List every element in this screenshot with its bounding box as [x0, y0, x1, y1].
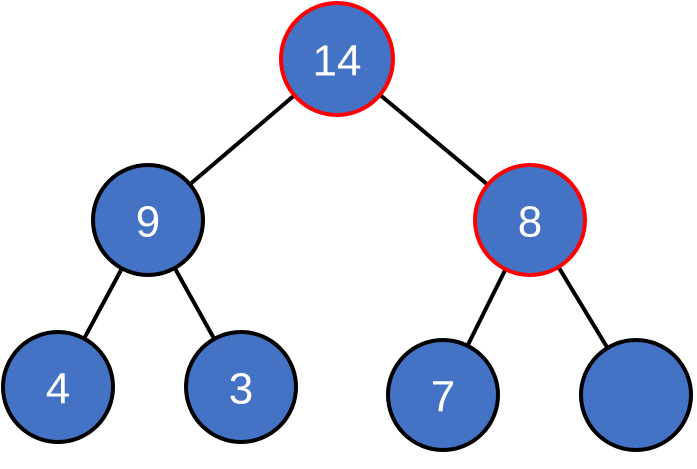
node-label: 7: [431, 373, 455, 422]
tree-node-7: 7: [386, 338, 500, 452]
tree-node-14: 14: [279, 1, 395, 117]
node-label: 8: [518, 198, 542, 247]
node-circle: [1, 330, 115, 444]
node-label: 4: [46, 365, 70, 414]
node-circle: [473, 163, 587, 277]
node-label: 3: [229, 365, 253, 414]
tree-node-3: 3: [184, 330, 298, 444]
tree-node-8: 8: [473, 163, 587, 277]
node-label: 9: [136, 198, 160, 247]
node-circle: [91, 163, 205, 277]
node-circle: [279, 1, 395, 117]
tree-node-4: 4: [1, 330, 115, 444]
node-circle: [386, 338, 500, 452]
tree-node-9: 9: [91, 163, 205, 277]
node-circle: [184, 330, 298, 444]
nodes-layer: 14 9 8 4 3 7: [1, 1, 693, 452]
node-label: 14: [313, 37, 362, 86]
tree-node-empty: [579, 338, 693, 452]
node-circle: [579, 338, 693, 452]
